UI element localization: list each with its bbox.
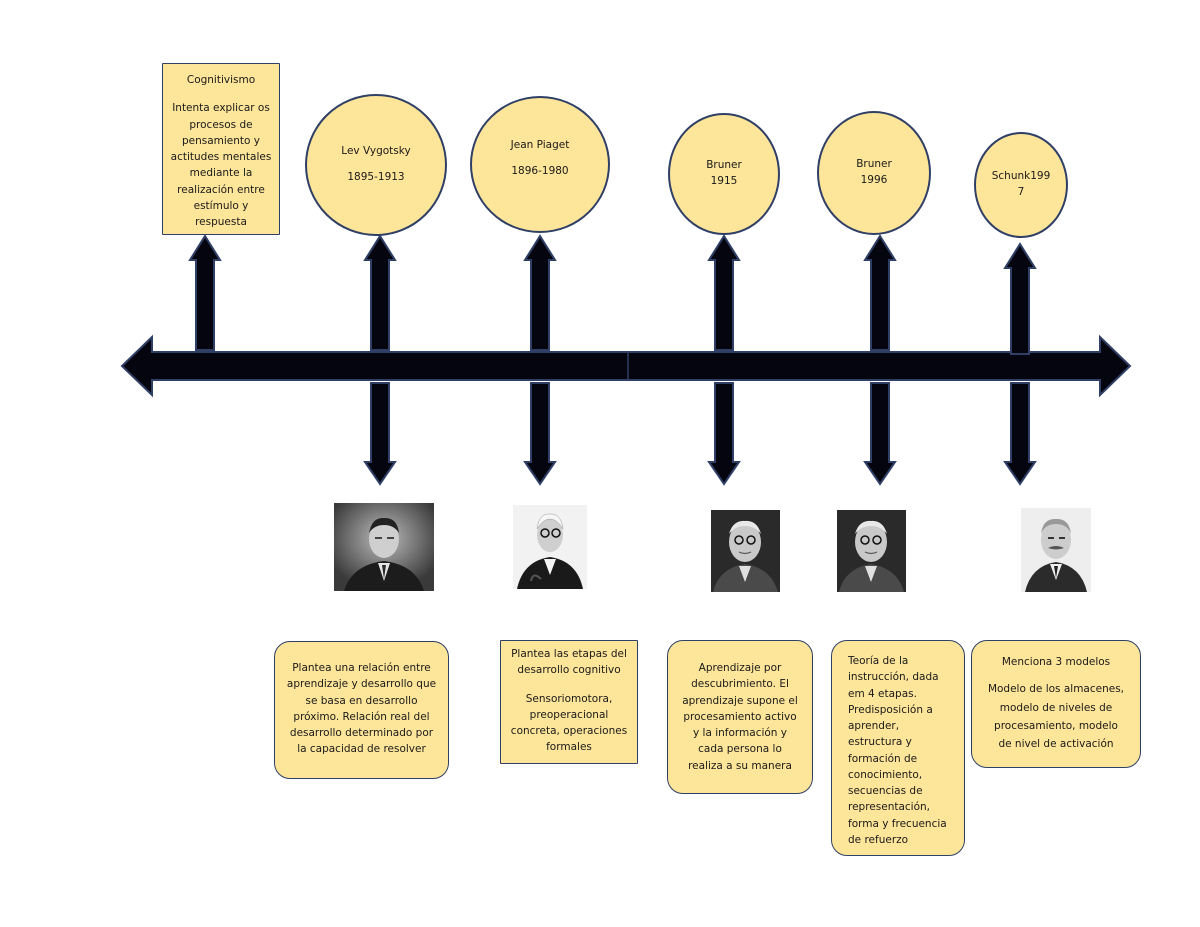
circle-name: Schunk199 bbox=[991, 170, 1051, 183]
description-text: Teoría de la instrucción, dada em 4 etap… bbox=[848, 655, 947, 846]
circle-years: 7 bbox=[1017, 186, 1025, 198]
circle-piaget: Jean Piaget 1896-1980 bbox=[470, 96, 610, 233]
circle-name: Jean Piaget bbox=[510, 139, 570, 151]
description-text-2: Sensoriomotora, preoperacional concreta,… bbox=[510, 692, 628, 754]
circle-bruner-1996: Bruner 1996 bbox=[817, 111, 931, 235]
circle-name: Bruner bbox=[706, 159, 742, 172]
description-text-2: Modelo de los almacenes, modelo de nivel… bbox=[987, 683, 1125, 751]
description-text: Menciona 3 modelos bbox=[1001, 656, 1111, 668]
circle-years: 1895-1913 bbox=[347, 171, 405, 183]
description-piaget: Plantea las etapas del desarrollo cognit… bbox=[500, 640, 638, 764]
circle-name: Bruner bbox=[856, 158, 892, 171]
bruner-1996-portrait-icon bbox=[837, 510, 906, 592]
description-vygotsky: Plantea una relación entre aprendizaje y… bbox=[274, 641, 449, 779]
down-arrow-bruner-1996 bbox=[863, 382, 897, 486]
description-bruner-1915: Aprendizaje por descubrimiento. El apren… bbox=[667, 640, 813, 794]
down-arrow-bruner-1915 bbox=[707, 382, 741, 486]
circle-vygotsky: Lev Vygotsky 1895-1913 bbox=[305, 94, 447, 236]
description-schunk: Menciona 3 modelos Modelo de los almacen… bbox=[971, 640, 1141, 768]
cognitivismo-title: Cognitivismo bbox=[186, 74, 256, 86]
description-text: Aprendizaje por descubrimiento. El apren… bbox=[682, 662, 798, 772]
down-arrow-piaget bbox=[523, 382, 557, 486]
schunk-portrait-icon bbox=[1021, 508, 1091, 592]
bruner-1915-portrait-icon bbox=[711, 510, 780, 592]
down-arrow-schunk bbox=[1003, 382, 1037, 486]
up-arrow-bruner-1915 bbox=[707, 234, 741, 351]
up-arrow-schunk bbox=[1003, 242, 1037, 355]
piaget-portrait-icon bbox=[513, 505, 587, 589]
circle-years: 1915 bbox=[710, 175, 738, 187]
cognitivismo-text: Intenta explicar os procesos de pensamie… bbox=[170, 102, 272, 229]
description-text: Plantea las etapas del desarrollo cognit… bbox=[511, 648, 627, 677]
down-arrow-vygotsky bbox=[363, 382, 397, 486]
vygotsky-portrait-icon bbox=[334, 503, 434, 591]
up-arrow-piaget bbox=[523, 234, 557, 351]
cognitivismo-box: Cognitivismo Intenta explicar os proceso… bbox=[162, 63, 280, 235]
up-arrow-cognitivismo bbox=[188, 234, 222, 351]
circle-name: Lev Vygotsky bbox=[341, 145, 411, 158]
circle-schunk: Schunk199 7 bbox=[974, 132, 1068, 238]
description-bruner-1996: Teoría de la instrucción, dada em 4 etap… bbox=[831, 640, 965, 856]
circle-bruner-1915: Bruner 1915 bbox=[668, 113, 780, 235]
circle-years: 1996 bbox=[860, 174, 888, 186]
description-text: Plantea una relación entre aprendizaje y… bbox=[286, 662, 437, 756]
circle-years: 1896-1980 bbox=[511, 164, 569, 177]
timeline-arrow bbox=[120, 334, 1132, 398]
up-arrow-vygotsky bbox=[363, 234, 397, 351]
up-arrow-bruner-1996 bbox=[863, 234, 897, 351]
